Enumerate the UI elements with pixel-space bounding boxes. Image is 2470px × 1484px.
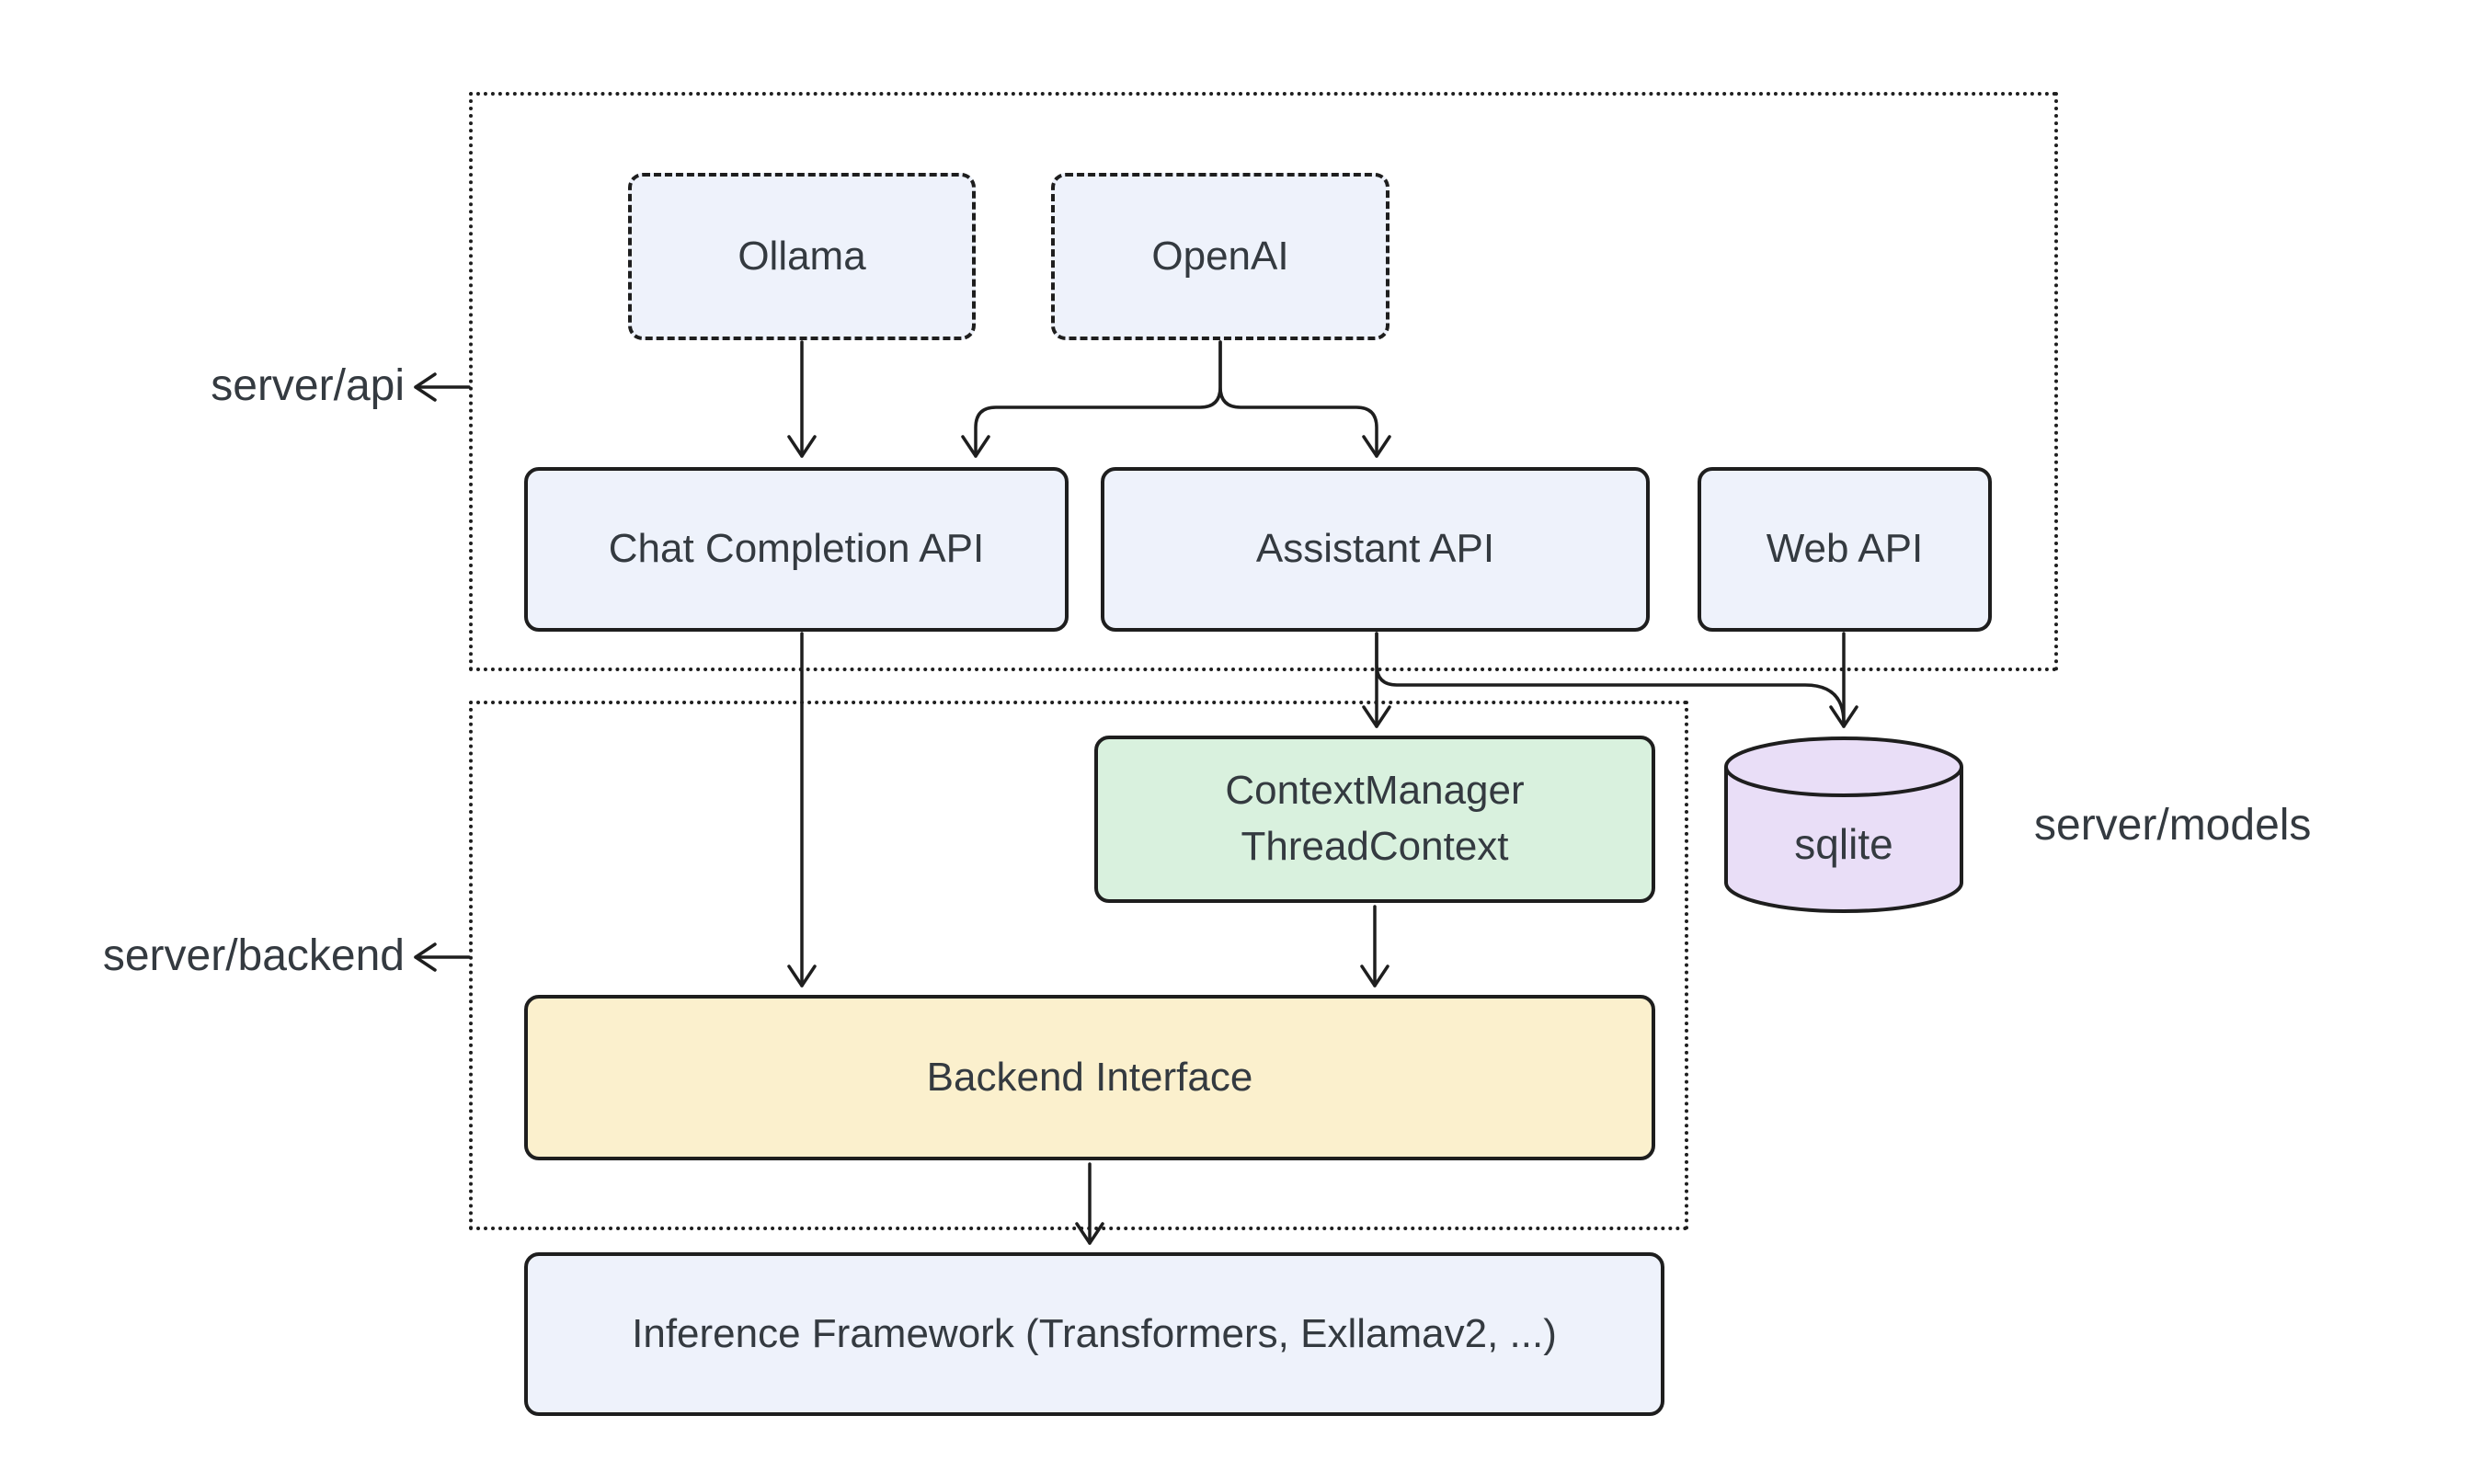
node-context-manager: ContextManager ThreadContext [1094, 736, 1655, 903]
node-assistant-api-label: Assistant API [1255, 526, 1495, 572]
group-server-api [469, 92, 2058, 671]
node-web-api: Web API [1698, 467, 1992, 632]
group-label-server-api: server/api [211, 361, 405, 410]
node-web-api-label: Web API [1766, 526, 1924, 572]
node-context-manager-label-line1: ContextManager [1225, 768, 1525, 814]
node-openai: OpenAI [1051, 173, 1389, 340]
database-cylinder-icon [1724, 736, 1963, 913]
node-ollama: Ollama [628, 173, 976, 340]
node-inference-framework-label: Inference Framework (Transformers, Exlla… [632, 1310, 1557, 1356]
group-label-server-models: server/models [2034, 801, 2312, 850]
node-ollama-label: Ollama [738, 233, 866, 279]
node-assistant-api: Assistant API [1101, 467, 1650, 632]
group-label-server-backend: server/backend [102, 931, 405, 980]
node-inference-framework: Inference Framework (Transformers, Exlla… [524, 1252, 1664, 1416]
node-chat-completion-api-label: Chat Completion API [608, 526, 985, 572]
node-chat-completion-api: Chat Completion API [524, 467, 1069, 632]
node-sqlite-label: sqlite [1794, 820, 1893, 868]
node-sqlite-database: sqlite [1723, 736, 1964, 916]
node-openai-label: OpenAI [1151, 233, 1289, 279]
node-context-manager-label-line2: ThreadContext [1241, 824, 1509, 869]
node-backend-interface: Backend Interface [524, 995, 1655, 1160]
node-backend-interface-label: Backend Interface [926, 1054, 1253, 1100]
